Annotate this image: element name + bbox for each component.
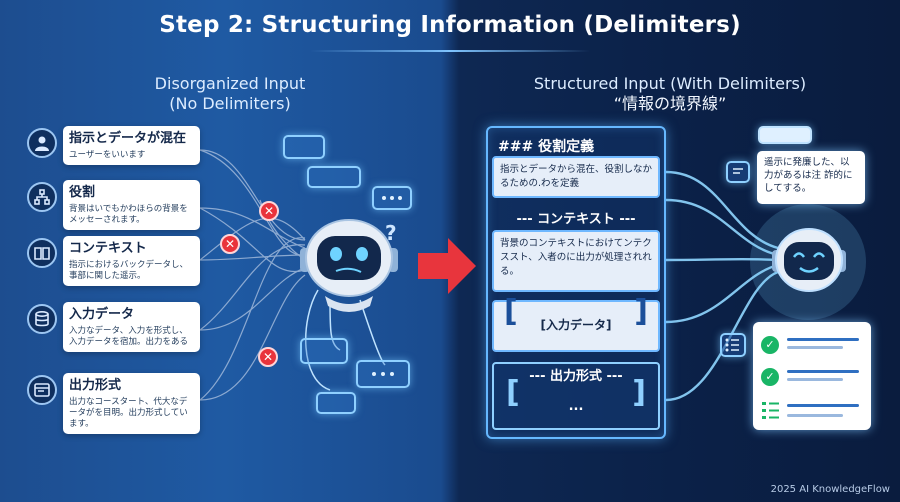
connector-line (199, 207, 306, 249)
left-card-title: 出力形式 (69, 378, 122, 393)
left-card-role: 役割 背景はいでもかわほらの背景をメッセーされます。 (63, 180, 200, 230)
book-icon (27, 238, 57, 268)
input-data-box: [ [入力データ] ] (492, 297, 660, 352)
left-heading: Disorganized Input (No Delimiters) (100, 74, 360, 114)
window-icon (27, 375, 57, 405)
context-text: 背景のコンテキストにおけてンテクススト、入者のに出力が処理されれる。 (500, 238, 652, 277)
connector-line (304, 289, 331, 391)
left-card-body: ユーザーをいいます (69, 150, 146, 160)
chat-bubble-icon (307, 166, 361, 188)
chat-bubble-icon (283, 135, 325, 159)
database-icon (27, 304, 57, 334)
glow-line (665, 263, 779, 324)
chat-bubble-dots-icon (372, 186, 412, 210)
role-definition-text: 指示とデータから混在、役割しなかるための.わを定義 (500, 164, 653, 189)
chat-bubble-icon (316, 392, 356, 414)
left-card-body: 背景はいでもかわほらの背景をメッセーされます。 (69, 204, 188, 225)
left-card-output-format: 出力形式 出力なコースタート、代大なデータがを目明。出力形式しています。 (63, 373, 200, 434)
page-title: Step 2: Structuring Information (Delimit… (159, 12, 741, 38)
left-card-input-data: 入力データ 入力なデータ、入力を形式し、入力データを宿加。出力をある (63, 302, 200, 352)
chat-bubble-dots-icon (356, 360, 410, 388)
check-icon: ✓ (761, 368, 779, 386)
context-box: 背景のコンテキストにおけてンテクススト、入者のに出力が処理されれる。 (492, 230, 660, 292)
glow-line (665, 257, 779, 262)
left-card-body: 入力なデータ、入力を形式し、入力データを宿加。出力をある (69, 326, 189, 347)
output-format-box: --- 出力形式 --- [ ... ] (492, 362, 660, 430)
context-delimiter: --- コンテキスト --- (516, 212, 636, 227)
svg-text:?: ? (385, 221, 397, 245)
connector-line (199, 274, 306, 401)
glow-line (665, 170, 779, 250)
checklist-line (787, 378, 843, 381)
connector-line (199, 237, 306, 401)
title-underline (310, 50, 590, 52)
list-icon (720, 333, 746, 357)
checklist-line (787, 414, 843, 417)
x-mark-icon: ✕ (220, 234, 240, 254)
list-bullets-icon (762, 402, 779, 419)
connector-line (199, 244, 306, 331)
role-definition-heading: ### 役割定義 (498, 139, 595, 155)
right-heading: Structured Input (With Delimiters) “情報の境… (490, 74, 850, 114)
x-mark-icon: ✕ (259, 201, 279, 221)
glow-line (665, 198, 779, 257)
check-icon: ✓ (761, 336, 779, 354)
left-heading-subtitle: (No Delimiters) (169, 94, 291, 113)
output-delimiter: --- 出力形式 --- (529, 369, 623, 384)
role-definition-box: 指示とデータから混在、役割しなかるための.わを定義 (492, 156, 660, 198)
input-data-label: [入力データ] (540, 318, 612, 332)
left-card-body: 出力なコースタート、代大なデータがを目明。出力形式しています。 (69, 397, 188, 429)
left-card-body: 指示におけるバックデータし、事部に関した遥示。 (69, 260, 189, 281)
left-heading-title: Disorganized Input (154, 74, 306, 93)
left-card-title: コンテキスト (69, 241, 147, 256)
connector-line (199, 254, 306, 261)
checklist-card: ✓ ✓ (753, 322, 871, 430)
left-card-title: 入力データ (69, 307, 135, 322)
left-card-title: 指示とデータが混在 (69, 131, 187, 146)
output-ellipsis: ... (568, 399, 584, 414)
left-card-title: 役割 (69, 185, 96, 200)
checklist-line (787, 370, 859, 373)
chat-bubble-icon (300, 338, 348, 364)
connector-line (199, 267, 306, 331)
left-card-mixed: 指示とデータが混在 ユーザーをいいます (63, 126, 200, 165)
connector-line (199, 207, 306, 273)
left-card-context: コンテキスト 指示におけるバックデータし、事部に関した遥示。 (63, 236, 200, 286)
connector-line (199, 149, 306, 241)
user-icon (27, 128, 57, 158)
right-heading-subtitle: “情報の境界線” (613, 94, 727, 113)
x-mark-icon: ✕ (258, 347, 278, 367)
checklist-line (787, 346, 843, 349)
chat-pill-icon (758, 126, 812, 144)
checklist-line (787, 338, 859, 341)
chat-bubble-icon (726, 161, 750, 183)
response-bubble: 遥示に発廉した、以力があるは注 詐的にしてする。 (757, 151, 865, 204)
footer-credit: 2025 AI KnowledgeFlow (770, 484, 890, 495)
response-text: 遥示に発廉した、以力があるは注 詐的にしてする。 (764, 157, 853, 194)
org-chart-icon (27, 182, 57, 212)
connector-line (199, 217, 306, 261)
checklist-line (787, 404, 859, 407)
right-heading-title: Structured Input (With Delimiters) (533, 74, 807, 93)
